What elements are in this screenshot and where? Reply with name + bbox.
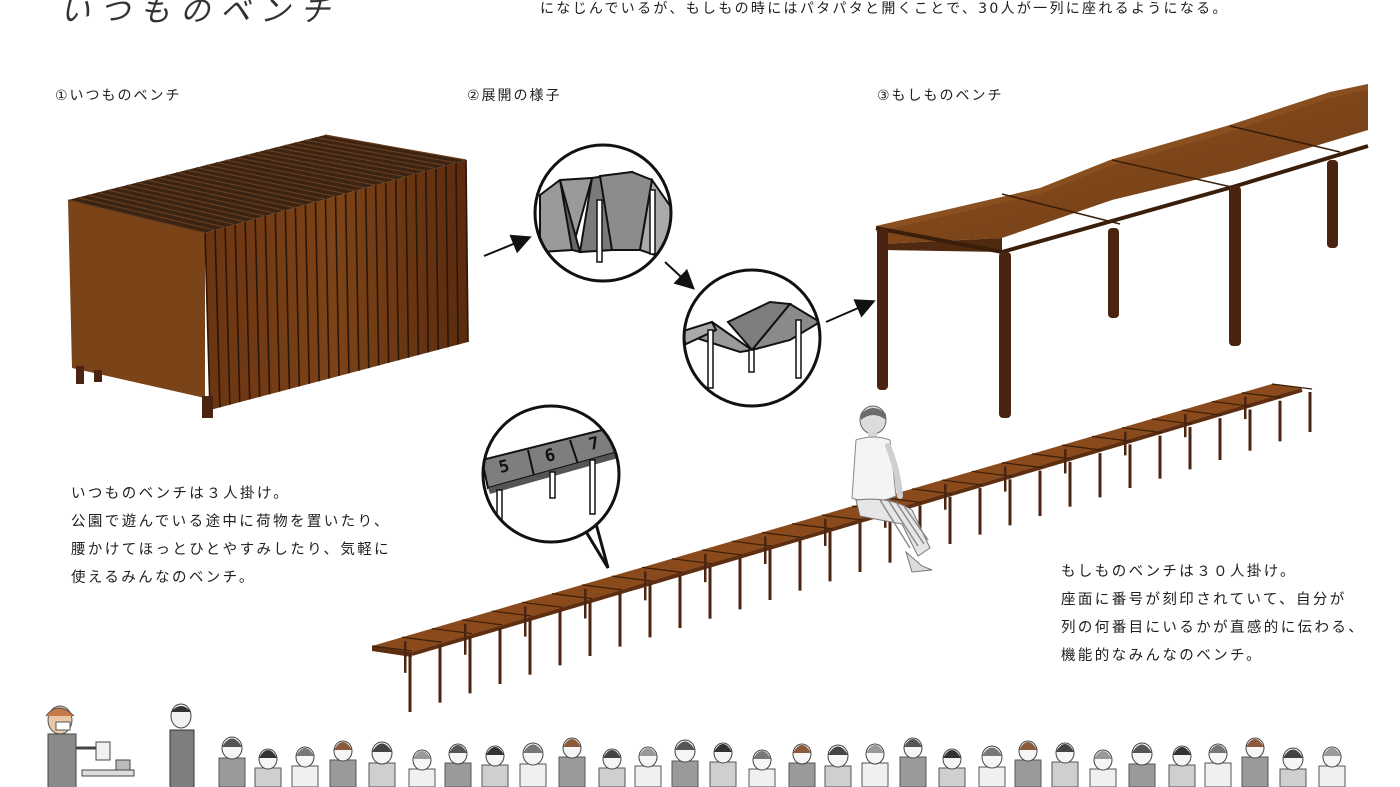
everyday-bench-description: いつものベンチは３人掛け。 公園で遊んでいる途中に荷物を置いたり、 腰かけてほっ…	[71, 480, 391, 592]
arrow-right-icon	[825, 299, 876, 323]
everyday-line-4: 使えるみんなのベンチ。	[71, 570, 256, 586]
folded-bench	[67, 134, 469, 418]
emergency-line-4: 機能的なみんなのベンチ。	[1061, 648, 1264, 664]
arrow-down-right-icon	[664, 261, 695, 290]
everyday-line-1: いつものベンチは３人掛け。	[71, 486, 290, 502]
seat-number-detail	[481, 404, 621, 569]
unfold-detail-2	[682, 268, 822, 408]
emergency-line-3: 列の何番目にいるかが直感的に伝わる、	[1061, 620, 1366, 636]
person-with-mask	[45, 705, 135, 787]
expanded-bench-long	[371, 383, 1313, 712]
unfold-detail-1	[533, 143, 673, 283]
sitting-person	[851, 405, 933, 573]
emergency-line-1: もしものベンチは３０人掛け。	[1061, 564, 1297, 580]
emergency-bench-description: もしものベンチは３０人掛け。 座面に番号が刻印されていて、自分が 列の何番目にい…	[1061, 558, 1365, 670]
step-label-3: ③もしものベンチ	[877, 88, 1004, 104]
person-standing	[169, 703, 195, 787]
step-label-1: ①いつものベンチ	[55, 88, 182, 104]
everyday-line-2: 公園で遊んでいる途中に荷物を置いたり、	[71, 514, 391, 530]
step-label-2: ②展開の様子	[467, 88, 562, 104]
emergency-line-2: 座面に番号が刻印されていて、自分が	[1061, 592, 1347, 608]
intro-line: になじんでいるが、もしもの時にはパタパタと開くことで、30人が一列に座れるように…	[540, 1, 1229, 17]
everyday-line-3: 腰かけてほっとひとやすみしたり、気軽に	[71, 542, 392, 558]
crowd-illustration	[218, 736, 1346, 787]
expanded-bench-closeup	[875, 84, 1369, 418]
arrow-right-icon	[483, 234, 532, 257]
header-title-script: いつものベンチ	[60, 0, 340, 29]
